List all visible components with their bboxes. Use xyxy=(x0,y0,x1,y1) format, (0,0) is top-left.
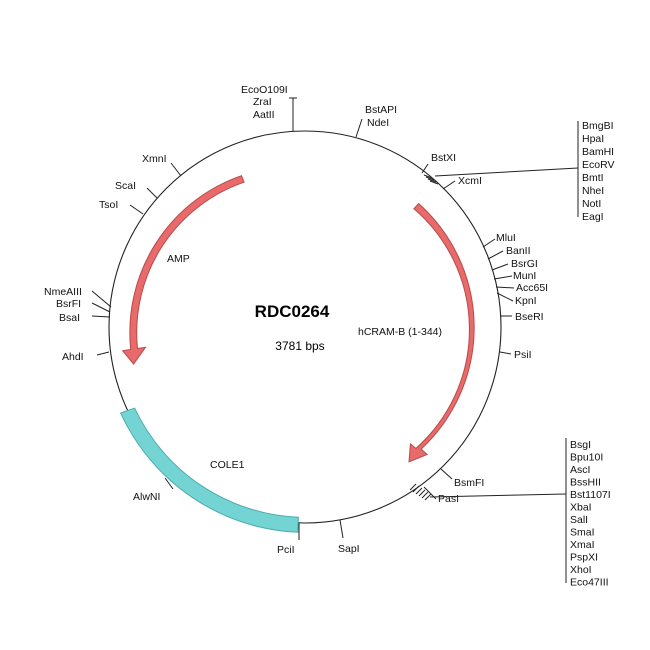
cluster-site-label[interactable]: NotI xyxy=(582,198,601,210)
cluster-site-label[interactable]: EagI xyxy=(582,211,604,223)
site-tick-bsmfi xyxy=(440,468,453,480)
cluster-site-label[interactable]: Bpu10I xyxy=(570,452,603,464)
plasmid-name: RDC0264 xyxy=(255,302,330,321)
site-tick-ndei xyxy=(355,118,363,138)
cluster-site-label[interactable]: Eco47III xyxy=(570,577,609,589)
cluster-site-label[interactable]: XhoI xyxy=(570,564,592,576)
site-tick-bstxi xyxy=(421,163,429,174)
cluster-site-label[interactable]: BsgI xyxy=(570,439,591,451)
site-label-bsrgi[interactable]: BsrGI xyxy=(511,258,538,270)
site-label-muni[interactable]: MunI xyxy=(513,270,536,282)
feature-label-cole1: COLE1 xyxy=(210,459,245,471)
plasmid-size: 3781 bps xyxy=(275,339,324,353)
site-label-psii[interactable]: PsiI xyxy=(514,349,532,361)
feature-label-hcram: hCRAM-B (1-344) xyxy=(358,326,442,338)
cluster-site-label[interactable]: BmgBI xyxy=(582,120,614,132)
site-tick-bsai xyxy=(91,315,111,318)
site-tick-scai xyxy=(146,187,158,199)
site-label-xcmi[interactable]: XcmI xyxy=(458,175,482,187)
restriction-sites-layer: EcoO109I ZraI AatII BstAPI NdeI BstXI Xc… xyxy=(44,84,548,556)
site-tick-xcmi xyxy=(442,180,456,190)
site-label-ahdi[interactable]: AhdI xyxy=(62,351,84,363)
cluster-site-label[interactable]: XbaI xyxy=(570,502,592,514)
site-tick-sapi xyxy=(339,519,344,539)
feature-label-amp: AMP xyxy=(167,253,190,265)
site-label-bsmfi[interactable]: BsmFI xyxy=(454,477,484,489)
cluster-site-label[interactable]: Bst1107I xyxy=(570,489,611,501)
cluster-site-label[interactable]: BamHI xyxy=(582,146,614,158)
site-label-pasi[interactable]: PasI xyxy=(438,493,459,505)
site-label-ecoo109i[interactable]: EcoO109I xyxy=(241,84,288,96)
cluster-site-label[interactable]: SalI xyxy=(570,514,588,526)
site-label-tsoi[interactable]: TsoI xyxy=(99,199,118,211)
site-tick-acc65i xyxy=(495,286,515,289)
site-label-bseri[interactable]: BseRI xyxy=(515,311,544,323)
site-tick-tsoi xyxy=(129,204,144,215)
cluster-site-label[interactable]: HpaI xyxy=(582,133,604,145)
cluster-site-label[interactable]: BmtI xyxy=(582,172,604,184)
site-label-aatii[interactable]: AatII xyxy=(253,109,275,121)
site-label-mlui[interactable]: MluI xyxy=(496,232,516,244)
site-tick-nmeaiii xyxy=(91,290,112,308)
site-label-sapi[interactable]: SapI xyxy=(338,543,360,555)
cluster-site-label[interactable]: SmaI xyxy=(570,527,595,539)
site-label-nmeaiii[interactable]: NmeAIII xyxy=(44,286,82,298)
site-cluster-bottom-right: BsgIBpu10IAscIBssHIIBst1107IXbaISalISmaI… xyxy=(409,438,611,589)
site-label-scai[interactable]: ScaI xyxy=(115,180,136,192)
site-tick-mlui xyxy=(482,238,496,248)
feature-amp-arrow[interactable] xyxy=(121,175,245,365)
site-label-bsrfi[interactable]: BsrFI xyxy=(56,298,81,310)
features-layer: AMP hCRAM-B (1-344) COLE1 xyxy=(119,175,475,533)
site-tick-kpni xyxy=(496,292,514,302)
site-tick-muni xyxy=(493,275,513,280)
cluster-top-connector xyxy=(434,167,579,177)
site-label-bsai[interactable]: BsaI xyxy=(59,312,80,324)
site-label-bstapi[interactable]: BstAPI xyxy=(365,104,397,116)
site-label-acc65i[interactable]: Acc65I xyxy=(516,282,548,294)
site-label-xmni[interactable]: XmnI xyxy=(142,153,167,165)
feature-cole1-bar[interactable] xyxy=(119,407,299,533)
site-label-ndei[interactable]: NdeI xyxy=(367,117,389,129)
site-tick-alwni xyxy=(164,477,174,490)
site-tick-bsrgi xyxy=(491,263,509,271)
site-label-pcii[interactable]: PciI xyxy=(277,544,295,556)
site-tick-xmni xyxy=(170,162,182,177)
cluster-site-label[interactable]: XmaI xyxy=(570,539,595,551)
cluster-site-label[interactable]: PspXI xyxy=(570,552,598,564)
feature-hcram-arrow[interactable] xyxy=(408,202,475,463)
site-label-bstxi[interactable]: BstXI xyxy=(431,152,456,164)
cluster-bottom-connector xyxy=(429,493,567,498)
site-tick-banii xyxy=(487,250,504,260)
site-label-zrai[interactable]: ZraI xyxy=(253,96,272,108)
backbone-circle xyxy=(108,130,502,524)
cluster-site-label[interactable]: NheI xyxy=(582,185,604,197)
cluster-site-label[interactable]: AscI xyxy=(570,464,590,476)
cluster-site-label[interactable]: BssHII xyxy=(570,477,601,489)
site-tick-bsrfi xyxy=(91,302,111,313)
site-tick-psii xyxy=(499,351,512,355)
cluster-site-label[interactable]: EcoRV xyxy=(582,159,615,171)
site-label-kpni[interactable]: KpnI xyxy=(515,295,537,307)
site-label-alwni[interactable]: AlwNI xyxy=(133,491,160,503)
site-tick-ahdi xyxy=(96,351,110,356)
site-label-banii[interactable]: BanII xyxy=(506,245,531,257)
